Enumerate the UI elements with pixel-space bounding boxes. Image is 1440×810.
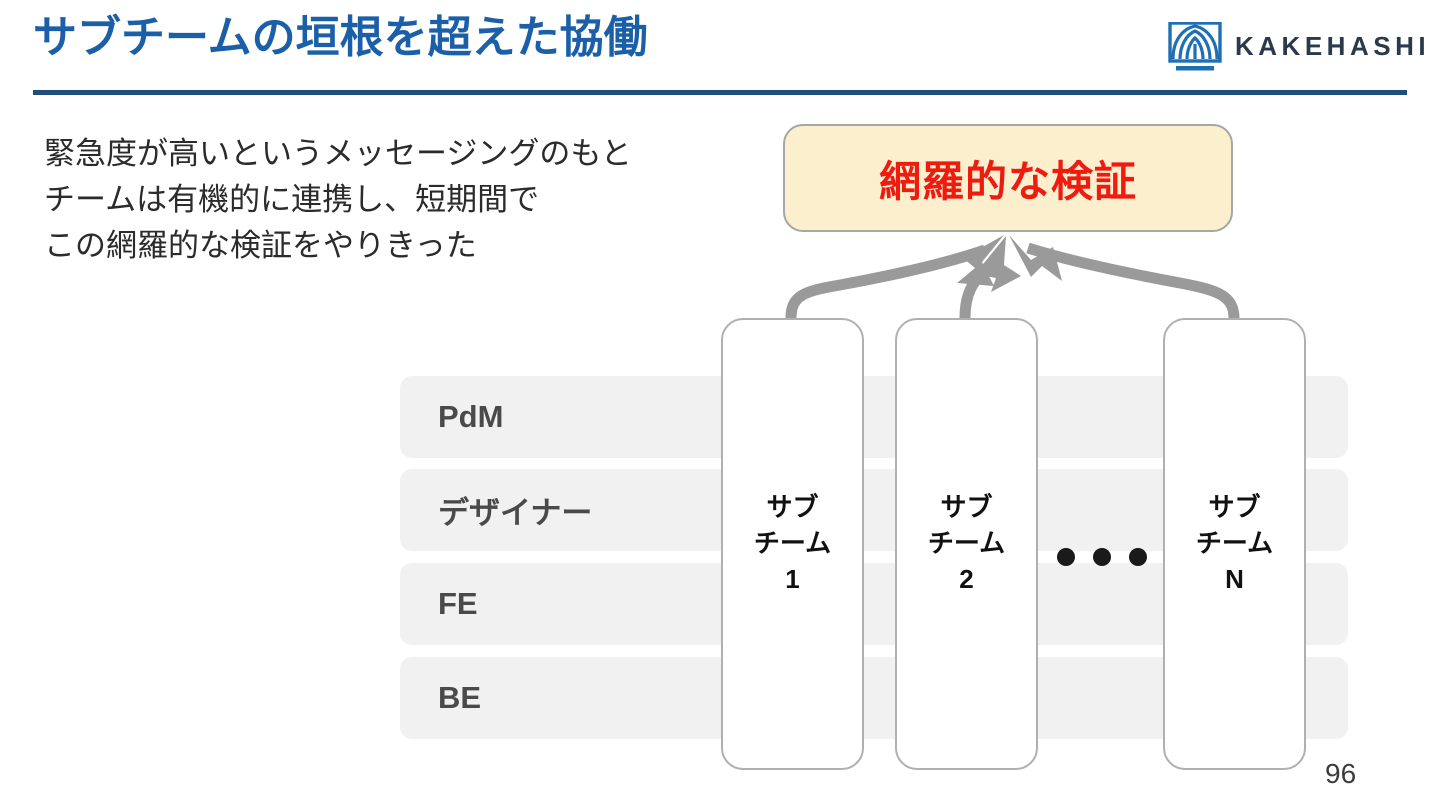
- page-number: 96: [1325, 758, 1357, 789]
- page-title: サブチームの垣根を超えた協働: [33, 13, 648, 62]
- role-label-pdm: PdM: [438, 399, 504, 434]
- lead-line-2: チームは有機的に連携し、短期間で: [44, 181, 540, 217]
- lead-paragraph: 緊急度が高いというメッセージングのもと チームは有機的に連携し、短期間で この網…: [44, 131, 744, 269]
- subteam-label-1: サブ チーム 1: [754, 490, 831, 598]
- ellipsis-dot-3: [1129, 548, 1147, 566]
- subteam-n-line-1: サブ: [1208, 492, 1261, 523]
- subteam-column-n: サブ チーム N: [1163, 318, 1306, 770]
- arrow-from-subteam-1: [785, 235, 1004, 319]
- title-underline-rule: [33, 90, 1407, 95]
- ellipsis-dot-1: [1057, 548, 1075, 566]
- subteam-2-line-1: サブ: [940, 492, 993, 523]
- ellipsis-dots: [1057, 545, 1147, 569]
- callout-text: 網羅的な検証: [878, 157, 1137, 205]
- subteam-1-line-2: チーム: [753, 528, 832, 559]
- role-label-fe: FE: [438, 586, 478, 621]
- subteam-column-1: サブ チーム 1: [721, 318, 864, 770]
- arrow-from-subteam-2: [959, 236, 1021, 319]
- subteam-1-line-3: 1: [785, 563, 800, 594]
- subteam-2-line-3: 2: [959, 563, 974, 594]
- subteam-n-line-2: チーム: [1195, 528, 1274, 559]
- subteam-1-line-1: サブ: [766, 492, 819, 523]
- arrow-from-subteam-n: [1009, 235, 1240, 319]
- kakehashi-logo: KAKEHASHI: [1168, 22, 1426, 72]
- lead-line-3: この網羅的な検証をやりきった: [44, 227, 477, 263]
- logo-wordmark: KAKEHASHI: [1235, 31, 1431, 61]
- lead-line-1: 緊急度が高いというメッセージングのもと: [44, 136, 632, 171]
- ellipsis-dot-2: [1093, 548, 1111, 566]
- callout-box: 網羅的な検証: [783, 124, 1233, 232]
- subteam-column-2: サブ チーム 2: [895, 318, 1038, 770]
- kakehashi-bridge-icon: [1168, 22, 1222, 71]
- subteam-label-n: サブ チーム N: [1196, 490, 1273, 598]
- subteam-n-line-3: N: [1225, 563, 1244, 594]
- subteam-2-line-2: チーム: [927, 528, 1006, 559]
- subteam-label-2: サブ チーム 2: [928, 490, 1005, 598]
- role-label-designer: デザイナー: [438, 495, 593, 531]
- role-label-be: BE: [438, 680, 482, 715]
